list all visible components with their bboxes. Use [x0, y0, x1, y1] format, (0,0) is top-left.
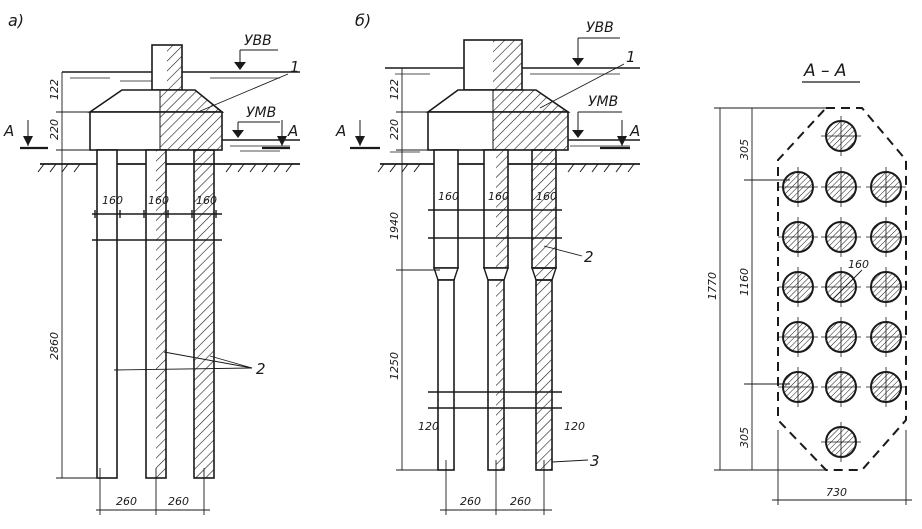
section-mark-left-b: А	[335, 122, 346, 140]
callout-2-b: 2	[584, 248, 594, 266]
dim-160-a-3: 160	[196, 194, 217, 207]
dim-120-b-2: 120	[564, 420, 585, 433]
dim-120-b-1: 120	[418, 420, 439, 433]
callout-1-b: 1	[626, 48, 636, 66]
dim-1160: 1160	[738, 268, 751, 296]
dim-260-b-2: 260	[510, 495, 531, 508]
callout-1-a: 1	[290, 58, 300, 76]
panel-b-letter: б)	[355, 11, 371, 30]
pile-cap-outline	[777, 107, 907, 471]
dim-160-b-2: 160	[488, 190, 509, 203]
dim-160-b-1: 160	[438, 190, 459, 203]
dim-160-b-3: 160	[536, 190, 557, 203]
panel-a: а)	[3, 11, 300, 515]
dim-1770: 1770	[706, 272, 719, 300]
umv-label-a: УМВ	[246, 105, 276, 121]
dim-1250: 1250	[388, 352, 401, 380]
dim-1940: 1940	[388, 212, 401, 240]
panel-b: б)	[335, 11, 640, 515]
pile-left-lower-b	[437, 279, 455, 471]
pile-right-lower-b	[535, 279, 553, 471]
section-a-a: А – А 1770 305 1160 305 160 730	[706, 61, 912, 505]
dim-260-a-1: 260	[116, 495, 137, 508]
dim-260-a-2: 260	[168, 495, 189, 508]
dim-730: 730	[826, 486, 847, 499]
section-title: А – А	[803, 61, 847, 81]
umv-label-b: УМВ	[588, 94, 618, 110]
panel-a-letter: а)	[8, 11, 24, 30]
uvv-label-b: УВВ	[586, 20, 614, 36]
dim-2860: 2860	[48, 332, 61, 360]
dim-220-a: 220	[48, 119, 61, 140]
pile-left-upper-b	[433, 149, 459, 269]
dim-122-a: 122	[48, 79, 61, 100]
dim-160-a-1: 160	[102, 194, 123, 207]
dim-160-section: 160	[848, 258, 869, 271]
callout-3-b: 3	[590, 452, 600, 470]
section-mark-right-a: А	[287, 122, 298, 140]
dim-260-b-1: 260	[460, 495, 481, 508]
pile-layout	[778, 116, 906, 462]
section-mark-left-a: А	[3, 122, 14, 140]
pile-left	[96, 149, 118, 479]
dim-122-b: 122	[388, 79, 401, 100]
callout-2-a: 2	[256, 360, 266, 378]
uvv-label-a: УВВ	[244, 33, 272, 49]
dim-220-b: 220	[388, 119, 401, 140]
dim-305-bottom: 305	[738, 427, 751, 448]
dim-305-top: 305	[738, 139, 751, 160]
section-mark-right-b: А	[629, 122, 640, 140]
pile-right-upper-b	[531, 149, 557, 269]
dim-160-a-2: 160	[148, 194, 169, 207]
